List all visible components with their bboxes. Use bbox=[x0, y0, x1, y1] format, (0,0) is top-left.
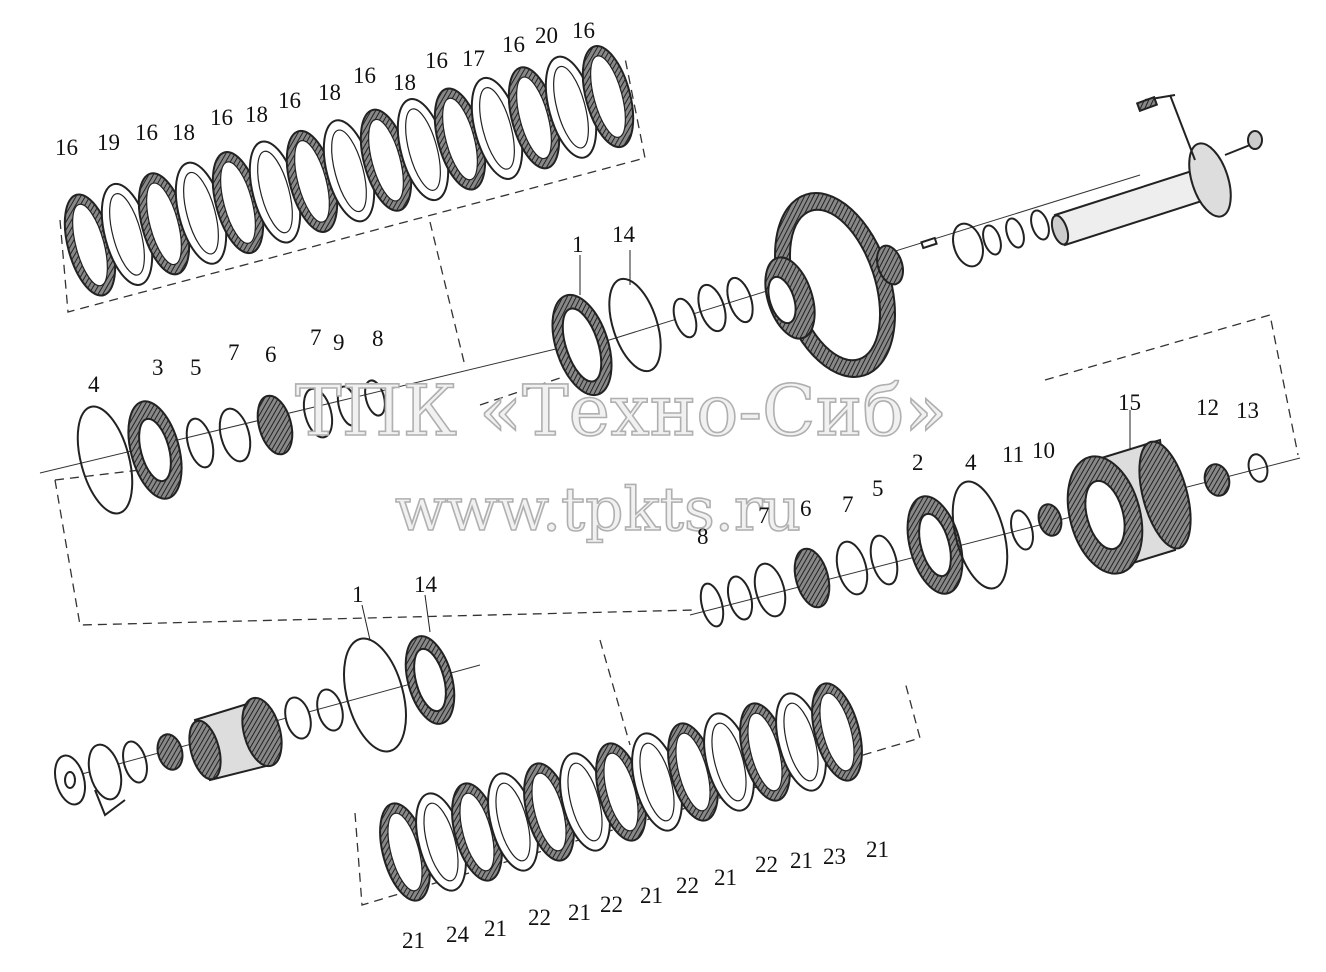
callout-mid-left-1: 3 bbox=[152, 355, 164, 380]
callout-mid-right-3: 2 bbox=[912, 450, 924, 475]
disc-bore-bottom-discs-8 bbox=[675, 732, 711, 812]
callout-bottom-pack-5: 22 bbox=[600, 892, 623, 917]
callout-top-pack-4: 16 bbox=[210, 105, 233, 130]
callout-mid-right-9: 6 bbox=[800, 496, 812, 521]
callout-mid-right-8: 7 bbox=[842, 492, 854, 517]
callout-mid-left-4: 6 bbox=[265, 342, 277, 367]
mid-left-assembly bbox=[76, 379, 386, 515]
callout-bottom-pack-9: 22 bbox=[755, 852, 778, 877]
callout-lower-small-1: 14 bbox=[414, 572, 438, 597]
callout-mid-right-2: 13 bbox=[1236, 398, 1259, 423]
callout-mid-left-7: 8 bbox=[372, 326, 384, 351]
disc-bore-top-discs-0 bbox=[72, 203, 108, 287]
disc-bore-top-discs-5 bbox=[257, 150, 293, 234]
disc-bore-bottom-discs-3 bbox=[495, 782, 531, 862]
callout-top-pack-0: 16 bbox=[55, 135, 78, 160]
callout-upper-small-1: 14 bbox=[612, 222, 636, 247]
callout-bottom-pack-6: 21 bbox=[640, 883, 663, 908]
callout-top-pack-5: 18 bbox=[245, 102, 268, 127]
callout-mid-left-0: 4 bbox=[88, 372, 100, 397]
callout-bottom-pack-10: 21 bbox=[790, 848, 813, 873]
disc-bore-top-discs-4 bbox=[220, 161, 256, 244]
callout-bottom-pack-4: 21 bbox=[568, 900, 591, 925]
disc-bore-bottom-discs-4 bbox=[531, 772, 567, 852]
middle-frame bbox=[54, 314, 1299, 626]
disc-bore-bottom-discs-0 bbox=[387, 812, 423, 892]
callout-mid-right-10: 7 bbox=[758, 503, 770, 528]
callout-top-pack-14: 16 bbox=[572, 18, 595, 43]
callout-mid-left-5: 7 bbox=[310, 325, 322, 350]
callout-bottom-pack-0: 21 bbox=[402, 928, 425, 953]
disc-bore-top-discs-2 bbox=[146, 182, 182, 266]
disc-bore-bottom-discs-12 bbox=[819, 692, 855, 772]
disc-bore-top-discs-6 bbox=[294, 140, 330, 223]
leader-lines bbox=[361, 250, 1131, 641]
callout-top-pack-3: 18 bbox=[172, 120, 195, 145]
callout-top-pack-10: 16 bbox=[425, 48, 448, 73]
callout-mid-left-3: 7 bbox=[228, 340, 240, 365]
disc-bore-top-discs-7 bbox=[331, 129, 367, 213]
callout-bottom-pack-2: 21 bbox=[484, 916, 507, 941]
callout-top-pack-7: 18 bbox=[318, 80, 341, 105]
disc-bore-top-discs-1 bbox=[109, 193, 145, 276]
disc-bore-bottom-discs-1 bbox=[423, 802, 459, 882]
callout-mid-right-5: 11 bbox=[1002, 442, 1024, 467]
callout-mid-left-2: 5 bbox=[190, 355, 202, 380]
callout-top-pack-8: 16 bbox=[353, 63, 376, 88]
mid-right-assembly bbox=[699, 438, 1269, 628]
disc-bore-bottom-discs-6 bbox=[603, 752, 639, 832]
disc-bore-bottom-discs-5 bbox=[567, 762, 603, 842]
callout-bottom-pack-3: 22 bbox=[528, 905, 551, 930]
callout-upper-small-0: 1 bbox=[572, 232, 584, 257]
disc-bore-top-discs-14 bbox=[590, 55, 626, 138]
disc-bore-top-discs-8 bbox=[368, 118, 404, 202]
disc-bore-top-discs-12 bbox=[516, 76, 552, 160]
callout-top-pack-6: 16 bbox=[278, 88, 301, 113]
callout-mid-right-1: 12 bbox=[1196, 395, 1219, 420]
bottom-clutch-pack bbox=[379, 682, 863, 902]
callout-mid-right-7: 5 bbox=[872, 476, 884, 501]
disc-bore-bottom-discs-7 bbox=[639, 742, 675, 822]
callout-top-pack-9: 18 bbox=[393, 70, 416, 95]
top-clutch-pack bbox=[63, 45, 635, 297]
callout-bottom-pack-12: 21 bbox=[866, 837, 889, 862]
callout-bottom-pack-11: 23 bbox=[823, 844, 846, 869]
disc-bore-top-discs-11 bbox=[479, 87, 515, 170]
callout-bottom-pack-1: 24 bbox=[446, 922, 470, 947]
disc-bore-top-discs-3 bbox=[183, 171, 219, 255]
callout-mid-left-6: 9 bbox=[333, 330, 345, 355]
disc-bore-top-discs-10 bbox=[442, 97, 478, 181]
callout-bottom-pack-7: 22 bbox=[676, 873, 699, 898]
callout-top-pack-2: 16 bbox=[135, 120, 158, 145]
top-frame bbox=[59, 57, 646, 367]
upper-shaft-assembly bbox=[551, 94, 1263, 397]
callout-mid-right-4: 4 bbox=[965, 450, 977, 475]
watermark-url: www.tpkts.ru bbox=[395, 475, 801, 545]
callout-top-pack-11: 17 bbox=[462, 46, 485, 71]
callout-top-pack-1: 19 bbox=[97, 130, 120, 155]
disc-bore-top-discs-13 bbox=[553, 65, 589, 149]
callout-mid-right-6: 10 bbox=[1032, 438, 1055, 463]
disc-bore-bottom-discs-2 bbox=[459, 792, 495, 872]
lower-left-assembly bbox=[54, 635, 456, 817]
callout-mid-right-0: 15 bbox=[1118, 390, 1141, 415]
disc-bore-bottom-discs-10 bbox=[747, 712, 783, 792]
watermark-company: ТПК «Техно-Сиб» bbox=[295, 370, 947, 452]
disc-bore-bottom-discs-11 bbox=[783, 702, 819, 782]
disc-bore-bottom-discs-9 bbox=[711, 722, 747, 802]
callout-bottom-pack-8: 21 bbox=[714, 865, 737, 890]
callout-lower-small-0: 1 bbox=[352, 582, 364, 607]
callout-mid-right-11: 8 bbox=[697, 524, 709, 549]
callout-top-pack-13: 20 bbox=[535, 23, 558, 48]
callout-top-pack-12: 16 bbox=[502, 32, 525, 57]
disc-bore-top-discs-9 bbox=[405, 108, 441, 191]
